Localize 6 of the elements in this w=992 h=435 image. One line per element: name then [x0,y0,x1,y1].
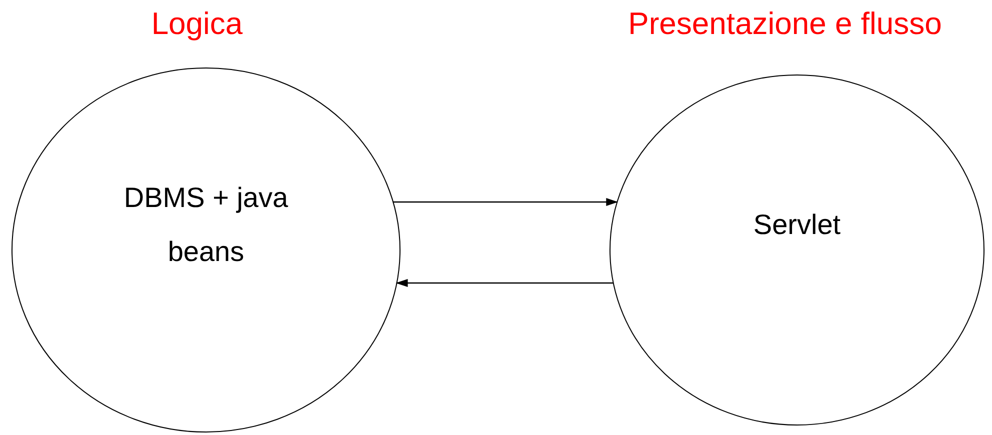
node-label: DBMS + java beans [122,181,290,269]
node-label: Servlet [752,208,842,242]
arrow [393,198,618,206]
heading: Logica [151,6,243,42]
heading: Presentazione e flusso [628,6,942,42]
arrow [396,279,614,287]
